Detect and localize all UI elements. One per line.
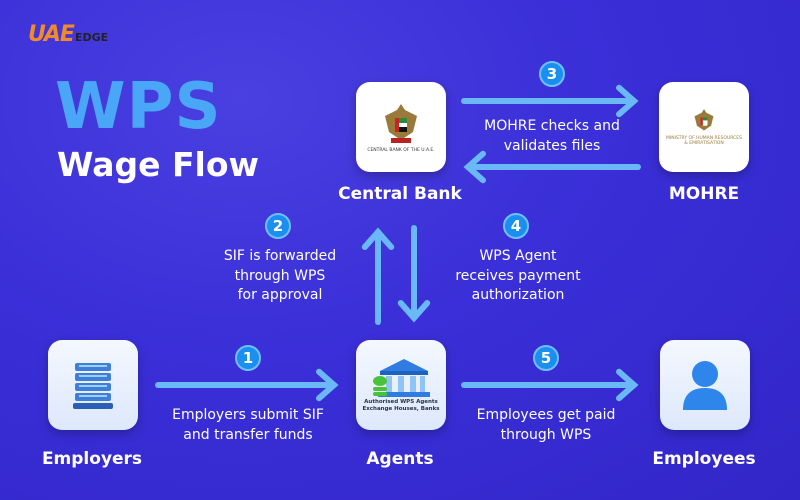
step-3-line-2: validates files — [503, 137, 601, 154]
step-1-description: Employers submit SIF and transfer funds — [148, 406, 348, 445]
uae-eagle-emblem-icon — [694, 109, 714, 131]
step-3-description: MOHRE checks and validates files — [452, 117, 652, 156]
step-2-line-3: for approval — [237, 287, 323, 303]
step-3-badge: 3 — [539, 61, 565, 87]
step-2-line-1: SIF is forwarded — [223, 248, 337, 264]
logo-sub: EDGE — [74, 31, 109, 44]
step-4-line-1: WPS Agent — [479, 248, 557, 264]
step-2-description: SIF is forwarded through WPS for approval — [180, 247, 380, 306]
uae-edge-logo: UAEEDGE — [28, 22, 108, 47]
step-4-description: WPS Agent receives payment authorization — [418, 247, 618, 306]
building-icon — [73, 363, 113, 409]
step-1-line-2: and transfer funds — [183, 426, 313, 443]
employers-label: Employers — [41, 449, 143, 469]
agents-card-line-1: Authorised WPS Agents — [364, 399, 438, 405]
step-1-line-1: Employers submit SIF — [172, 407, 324, 423]
agents-card-line-2: Exchange Houses, Banks — [362, 406, 440, 412]
page-subtitle: Wage Flow — [57, 145, 259, 184]
employees-card — [660, 340, 750, 430]
step-5-line-2: through WPS — [500, 426, 592, 443]
employees-label: Employees — [652, 449, 756, 469]
step-2-badge: 2 — [265, 213, 291, 239]
step-4-line-2: receives payment — [455, 267, 581, 284]
page-title: WPS — [55, 70, 222, 144]
step-5-description: Employees get paid through WPS — [446, 406, 646, 445]
step-3-line-1: MOHRE checks and — [484, 118, 620, 134]
step-1-badge: 1 — [235, 345, 261, 371]
central-bank-card: CENTRAL BANK OF THE U.A.E. — [356, 82, 446, 172]
step-4-badge: 4 — [503, 213, 529, 239]
agents-card: Authorised WPS Agents Exchange Houses, B… — [356, 340, 446, 430]
step-4-line-3: authorization — [471, 287, 565, 303]
uae-eagle-emblem-icon — [385, 103, 417, 143]
logo-main: UAE — [28, 22, 75, 47]
mohre-label: MOHRE — [668, 184, 740, 204]
mohre-card: MINISTRY OF HUMAN RESOURCES & EMIRATISAT… — [659, 82, 749, 172]
step-5-badge: 5 — [533, 345, 559, 371]
employers-card — [48, 340, 138, 430]
step-5-line-1: Employees get paid — [476, 407, 616, 423]
agents-label: Agents — [366, 449, 434, 469]
step-2-line-2: through WPS — [234, 267, 326, 284]
central-bank-logo-text: CENTRAL BANK OF THE U.A.E. — [367, 147, 435, 153]
mohre-logo-text: MINISTRY OF HUMAN RESOURCES & EMIRATISAT… — [666, 136, 742, 146]
bank-icon — [373, 359, 430, 397]
person-icon — [683, 361, 727, 410]
central-bank-label: Central Bank — [338, 184, 462, 204]
